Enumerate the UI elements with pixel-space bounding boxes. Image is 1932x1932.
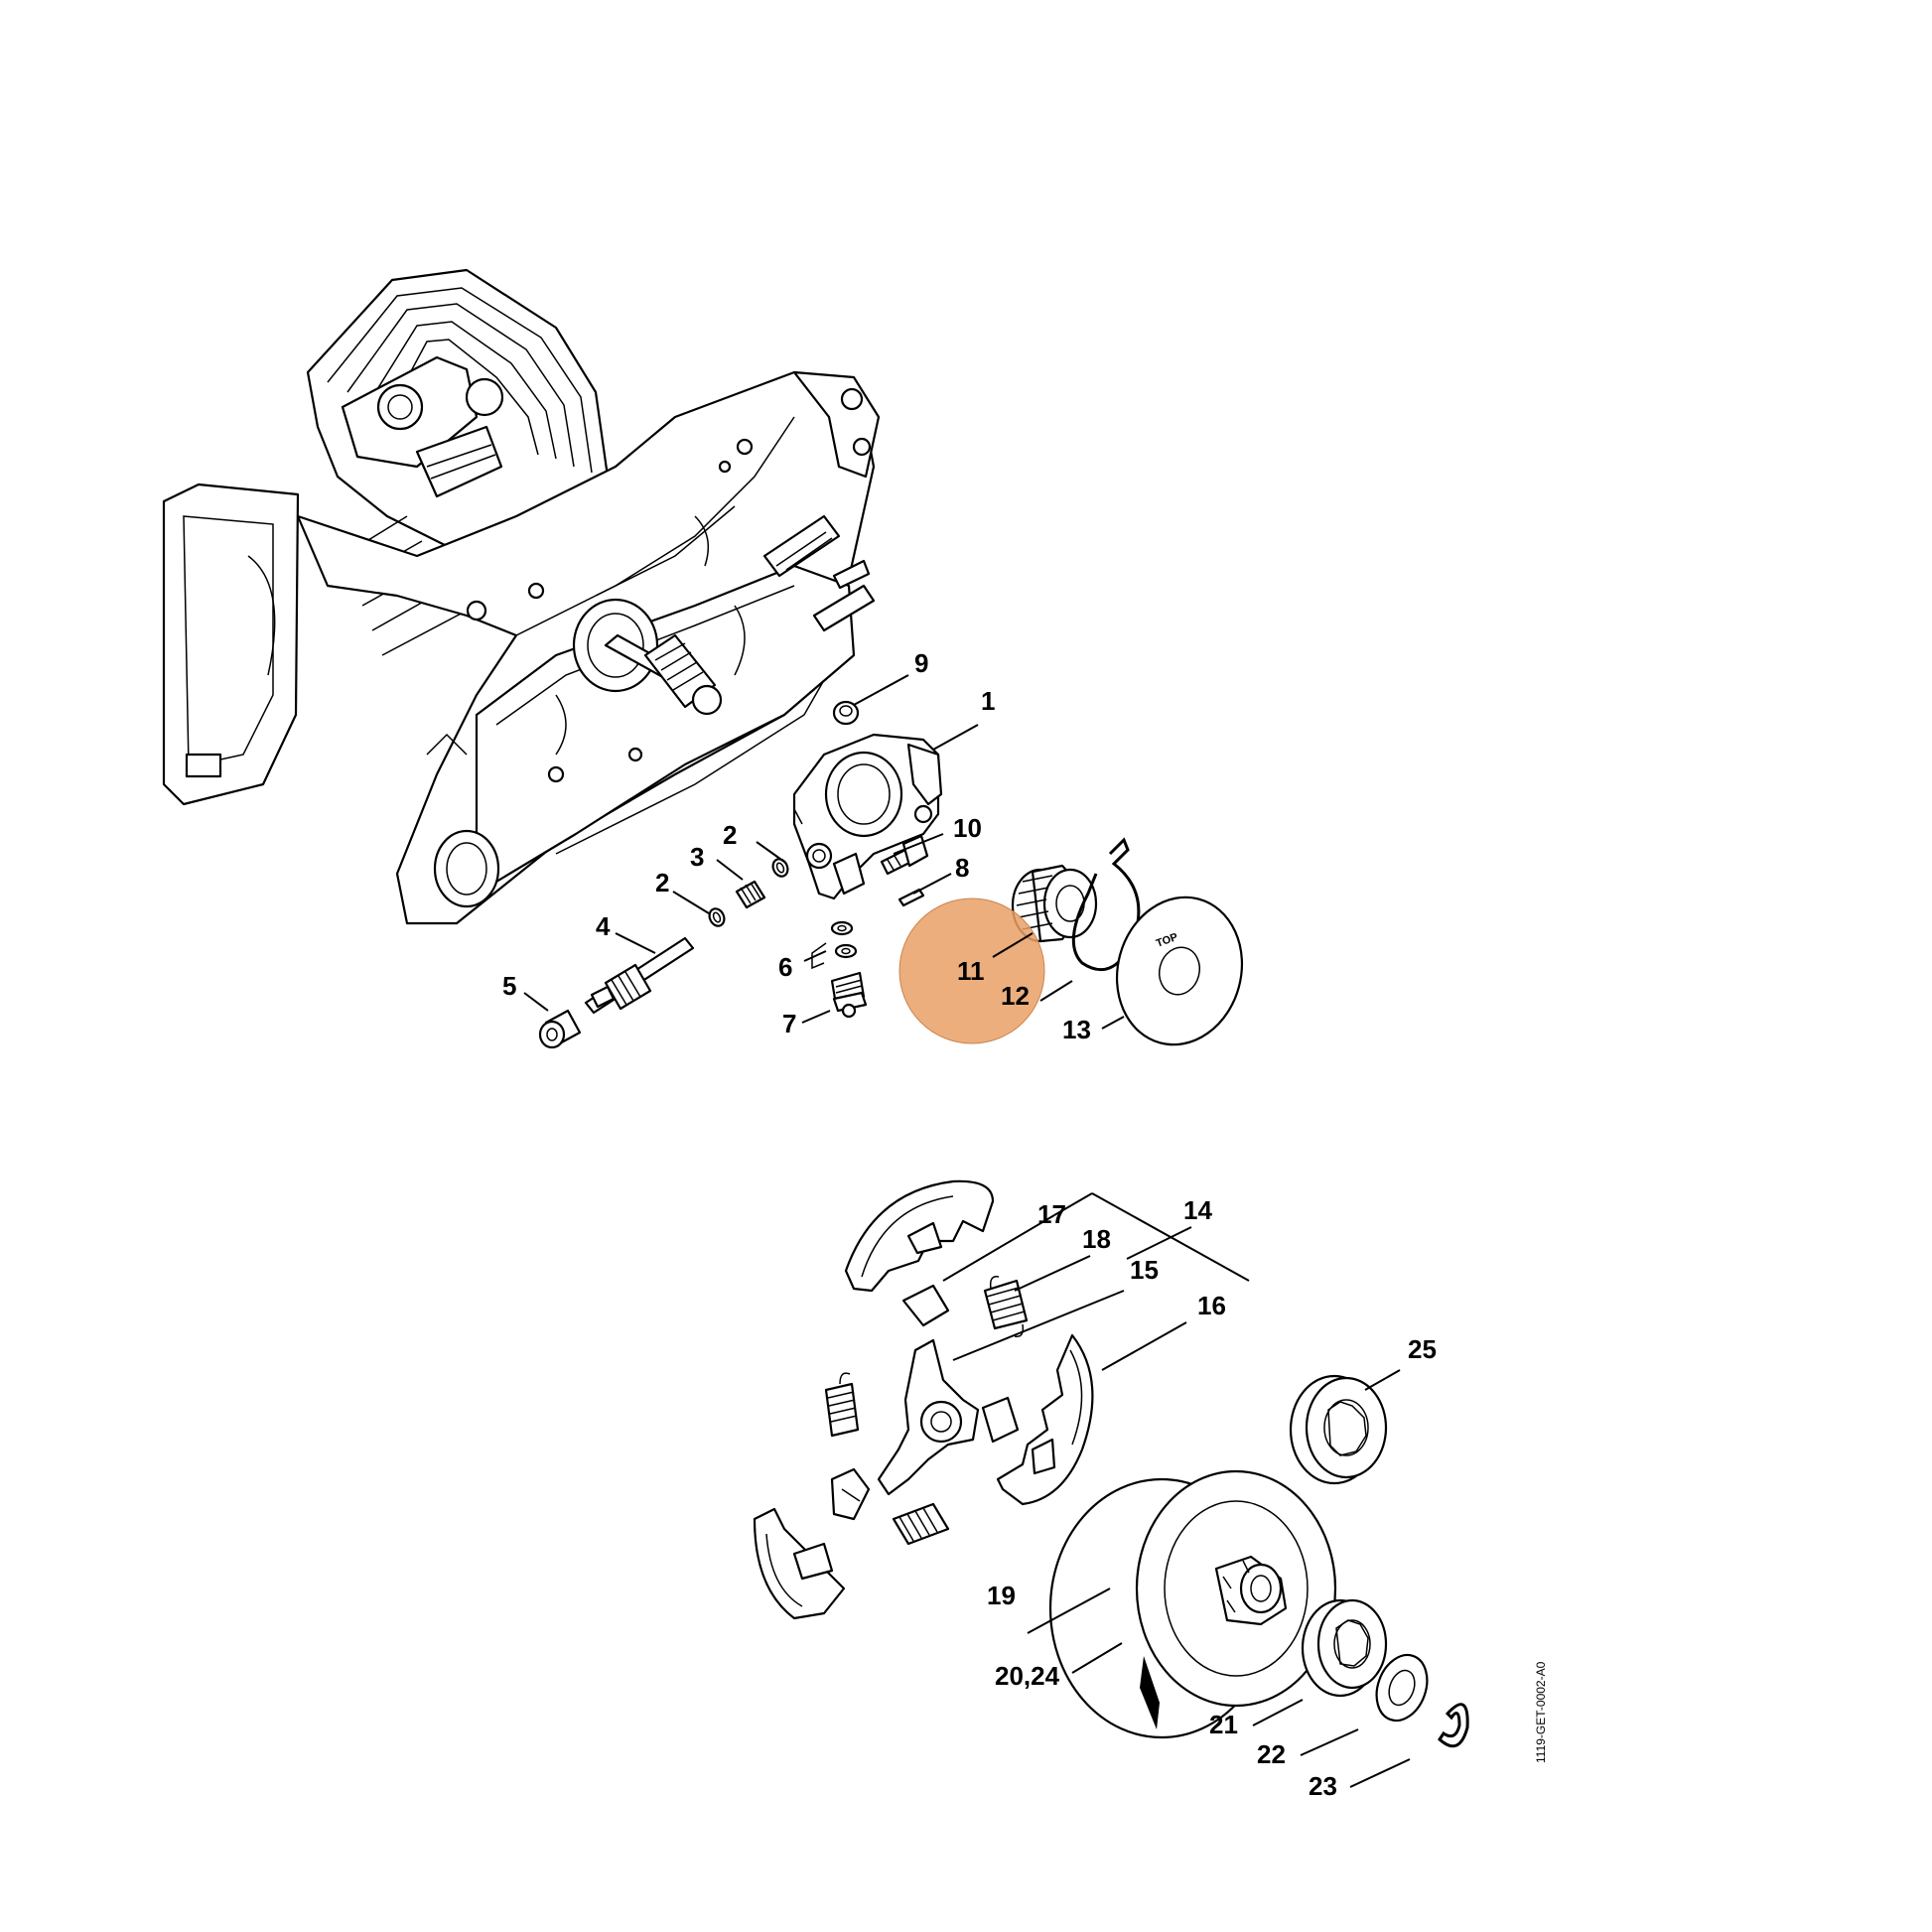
clutch-spring-left (824, 1372, 860, 1438)
part-22-washer (1375, 1653, 1429, 1723)
engine-crankcase (162, 268, 881, 925)
callout-16: 16 (1197, 1291, 1226, 1320)
callout-4: 4 (596, 911, 611, 941)
clutch-shoe-lower (753, 1507, 846, 1620)
callout-3: 3 (690, 842, 704, 872)
part-23-e-clip (1438, 1703, 1469, 1748)
callout-8: 8 (955, 853, 969, 883)
callout-1: 1 (981, 686, 995, 716)
callout-17: 17 (1037, 1199, 1066, 1229)
clutch-clips (830, 1396, 1020, 1521)
part-3-spring (735, 880, 766, 909)
part-2-o-ring-upper (771, 858, 789, 878)
callout-20-24: 20,24 (995, 1661, 1060, 1691)
callout-25: 25 (1408, 1334, 1437, 1364)
callout-2: 2 (655, 868, 669, 897)
part-15-clutch-carrier (877, 1284, 980, 1496)
leader-lines (523, 674, 1411, 1788)
part-25-rim-sprocket (1289, 1374, 1388, 1485)
callout-14: 14 (1183, 1195, 1212, 1225)
part-4-pump-piston (584, 936, 695, 1015)
part-17-clutch-shoe-top (844, 1179, 995, 1293)
callout-21: 21 (1209, 1710, 1238, 1739)
part-16-clutch-shoe-right (996, 1333, 1094, 1506)
callout-19: 19 (987, 1581, 1016, 1610)
part-5-plug (538, 1009, 582, 1049)
callout-15: 15 (1130, 1255, 1159, 1285)
part-18-spring-top (983, 1276, 1029, 1337)
callout-7: 7 (782, 1009, 796, 1038)
callout-5: 5 (502, 971, 516, 1001)
part-1-oil-pump-housing (792, 733, 943, 900)
part-21-rim-sprocket (1301, 1598, 1388, 1698)
callout-22: 22 (1257, 1739, 1286, 1769)
callout-10: 10 (953, 813, 982, 843)
part-7-adjusting-screw (830, 971, 868, 1019)
callout-23: 23 (1309, 1771, 1337, 1801)
part-13-thrust-washer: TOP (1115, 896, 1244, 1046)
clutch-spring-bottom (892, 1502, 950, 1546)
callout-9: 9 (914, 648, 928, 678)
callout-13: 13 (1062, 1015, 1091, 1044)
part-8-pin (897, 888, 925, 907)
part-2-o-ring-lower (708, 907, 726, 927)
drawing-code: 1119-GET-0002-A0 (1534, 1661, 1548, 1763)
highlight-circle (898, 897, 1045, 1044)
part-6-washers (811, 920, 858, 970)
callout-2: 2 (723, 820, 737, 850)
callout-6: 6 (778, 952, 792, 982)
part-20-24-clutch-drum (1048, 1469, 1337, 1739)
callout-11: 11 (957, 956, 985, 986)
callouts: 9 1 10 8 2 3 2 4 6 5 7 11 12 13 17 14 18… (502, 648, 1437, 1801)
part-9-bushing (832, 700, 860, 726)
callout-18: 18 (1082, 1224, 1111, 1254)
callout-12: 12 (1001, 981, 1030, 1011)
